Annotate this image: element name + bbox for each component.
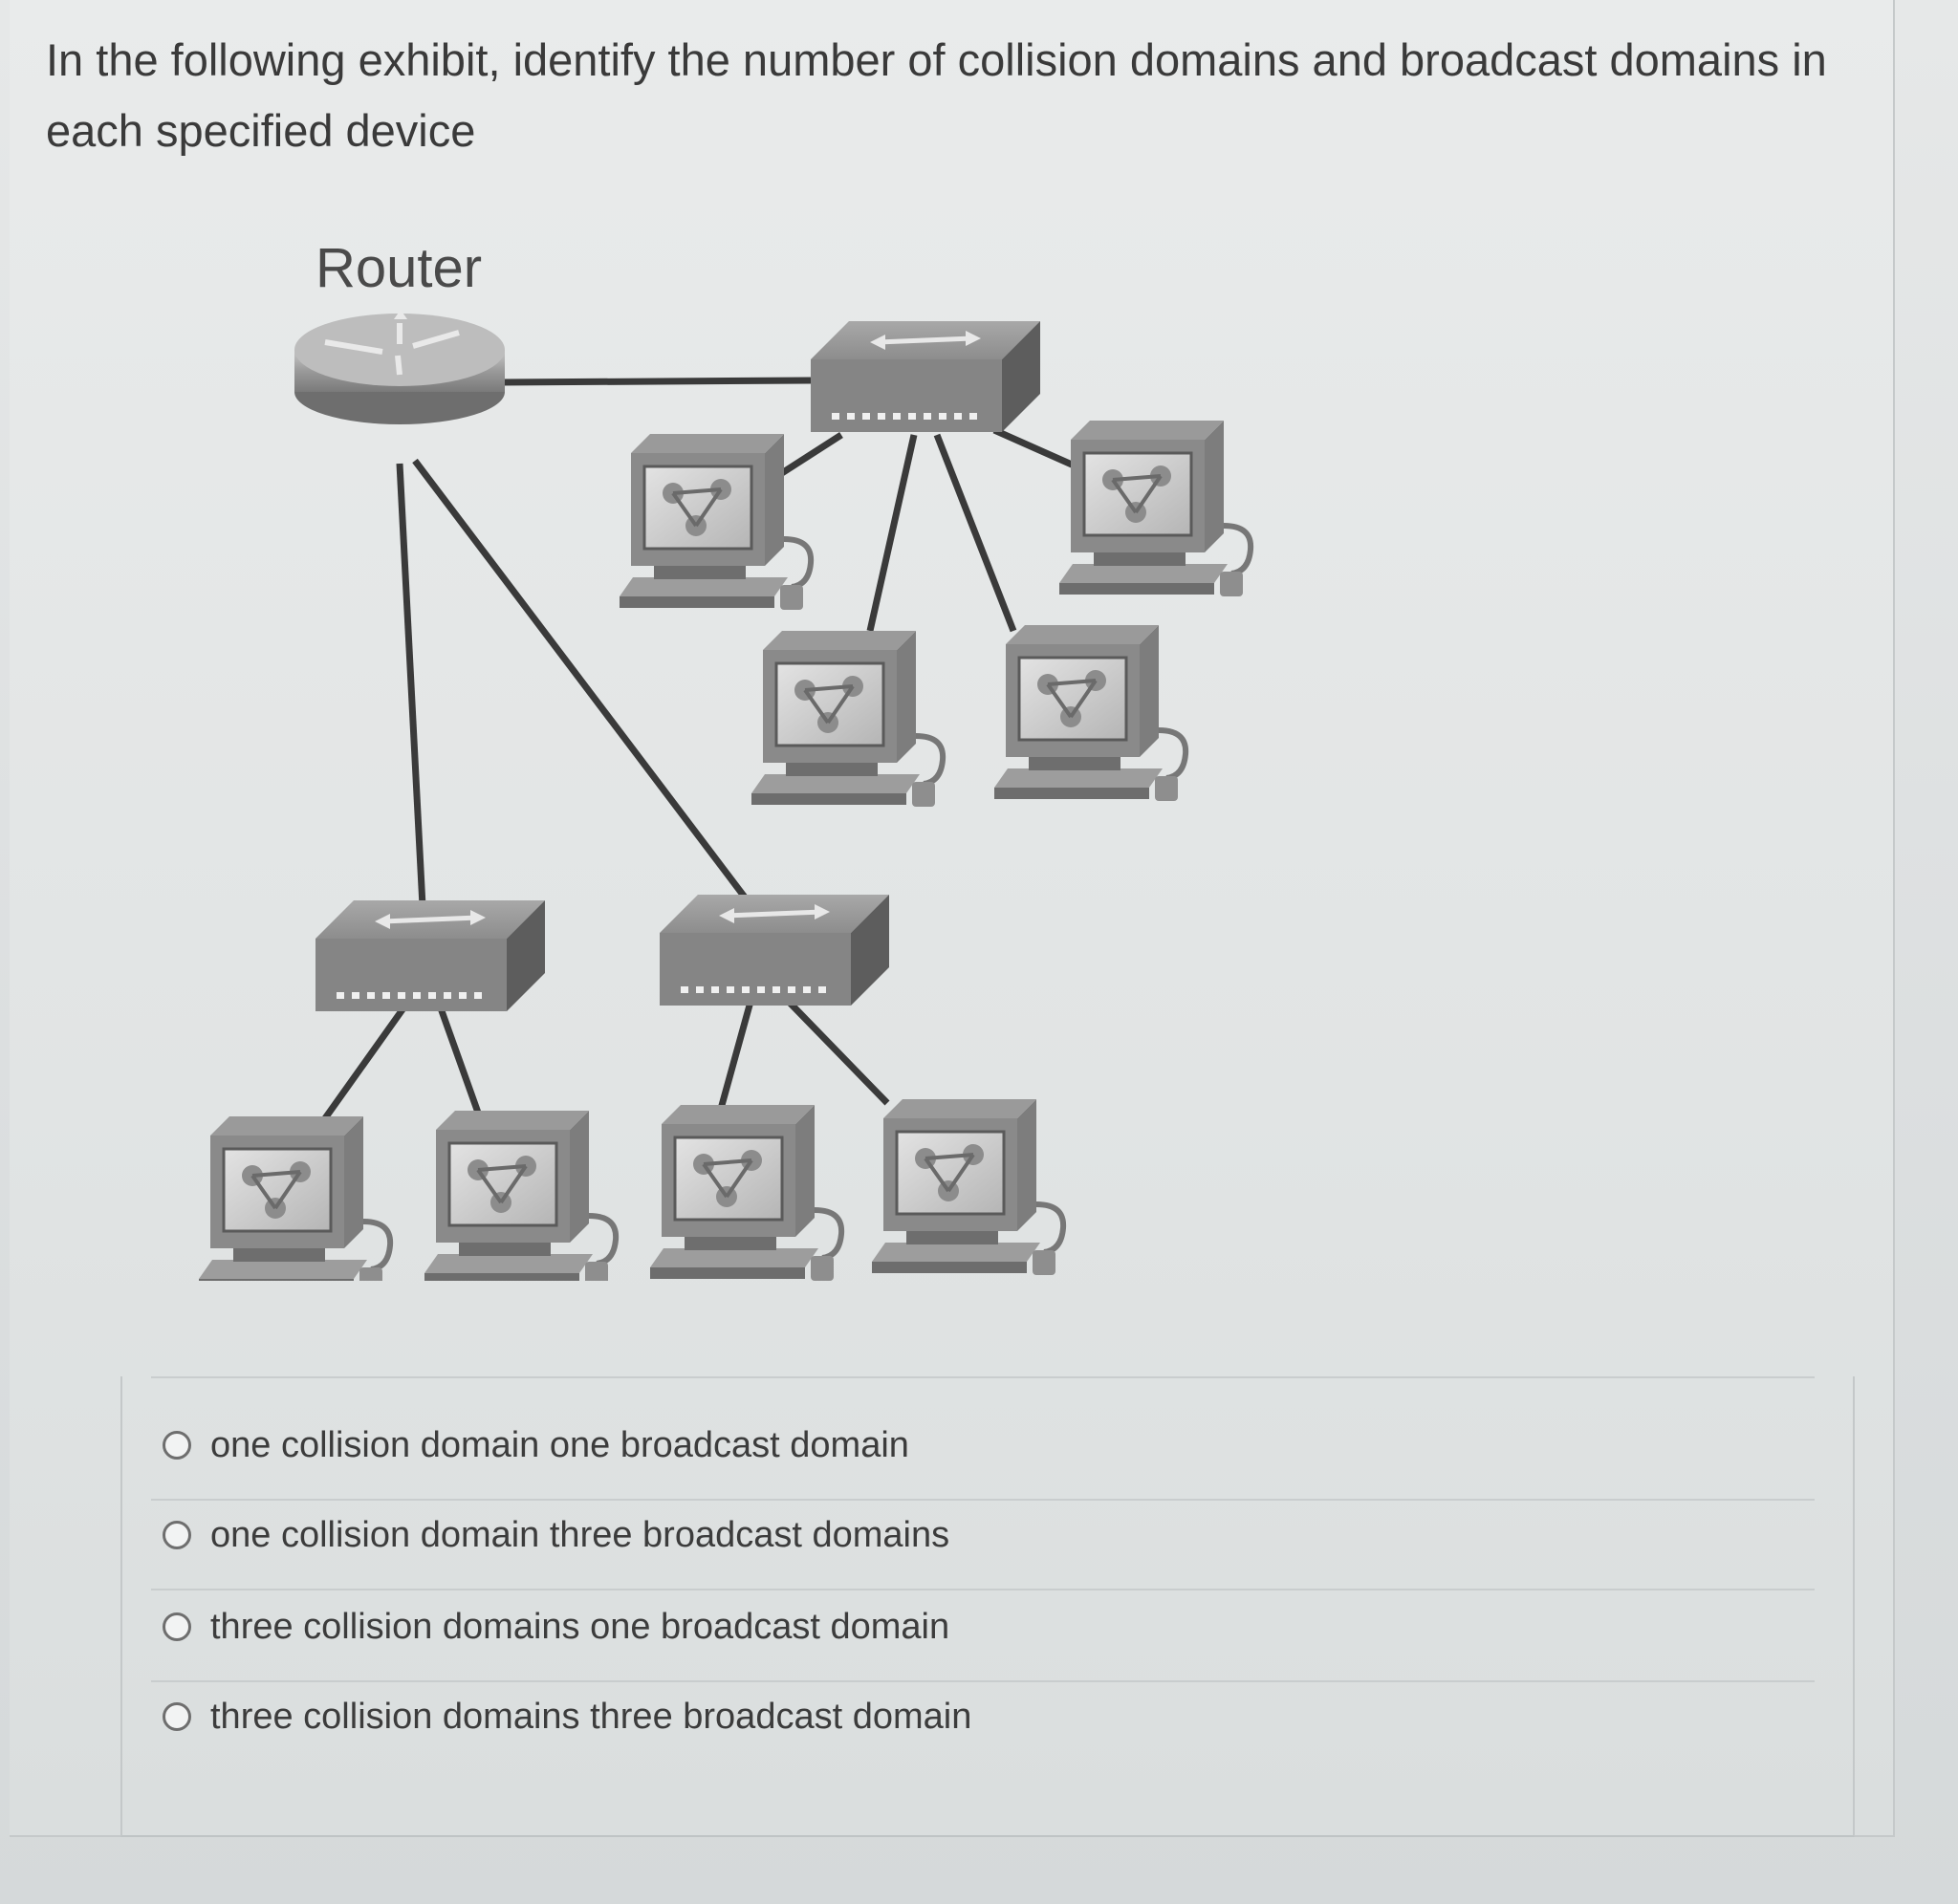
answer-option-2[interactable]: one collision domain three broadcast dom… [163, 1506, 949, 1564]
workstation-icon [994, 625, 1186, 801]
network-exhibit-diagram: Router [172, 237, 1272, 1281]
workstation-icon [751, 631, 943, 807]
question-line-1: In the following exhibit, identify the n… [46, 34, 1827, 85]
radio-button[interactable] [163, 1431, 191, 1460]
divider [151, 1376, 1815, 1378]
workstation-icon [620, 434, 811, 610]
question-card: In the following exhibit, identify the n… [10, 0, 1895, 1837]
answer-option-1[interactable]: one collision domain one broadcast domai… [163, 1417, 909, 1474]
option-label: one collision domain three broadcast dom… [210, 1514, 950, 1555]
switch-icon [811, 321, 1040, 432]
divider [151, 1680, 1815, 1682]
radio-button[interactable] [163, 1521, 191, 1549]
workstation-icon [424, 1111, 616, 1281]
option-label: three collision domains one broadcast do… [210, 1606, 950, 1647]
workstation-icon [1059, 421, 1251, 596]
switch-icon [660, 895, 889, 1006]
option-label: one collision domain one broadcast domai… [210, 1424, 909, 1465]
connection-lines [322, 377, 1082, 1121]
question-line-2: each specified device [46, 105, 476, 156]
radio-button[interactable] [163, 1612, 191, 1641]
workstation-icon [872, 1099, 1063, 1275]
option-label: three collision domains three broadcast … [210, 1696, 972, 1737]
workstation-icon [650, 1105, 841, 1281]
router-icon [294, 310, 505, 424]
question-text: In the following exhibit, identify the n… [46, 25, 1843, 166]
answer-options: one collision domain one broadcast domai… [120, 1376, 1855, 1837]
divider [151, 1589, 1815, 1590]
divider [151, 1499, 1815, 1501]
router-label: Router [315, 237, 482, 299]
workstation-icon [199, 1116, 390, 1281]
switch-icon [315, 900, 545, 1011]
radio-button[interactable] [163, 1702, 191, 1731]
answer-option-4[interactable]: three collision domains three broadcast … [163, 1688, 971, 1745]
answer-option-3[interactable]: three collision domains one broadcast do… [163, 1598, 949, 1655]
